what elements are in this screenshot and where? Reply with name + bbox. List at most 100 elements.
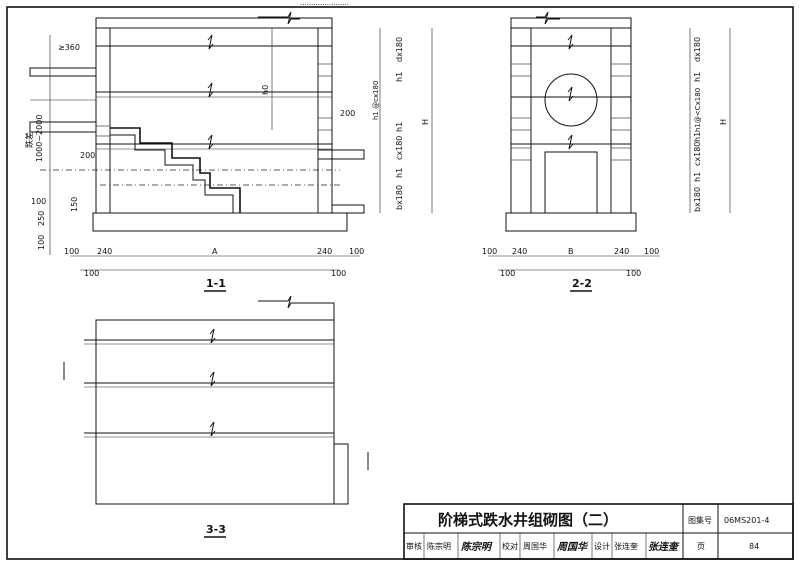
checker-signature: 周国华 [556,541,589,553]
inlet-pipe-top [29,67,97,77]
dim-bottom-240b: 240 [317,247,332,256]
break-mark-top [258,11,300,25]
title-block-frame [403,503,794,560]
dim-right-H: H [421,119,430,125]
dim-bottom-100c: 100 [84,269,99,278]
outlet-pipe-low [331,204,365,214]
dim-left-250: 250 [37,211,46,226]
top-break-3 [258,295,335,320]
dim-right-200: 200 [340,109,355,118]
dim-2-h1a: h1 [693,72,702,82]
hatch-2-1 [510,63,532,77]
section-label-2-2: 2-2 [572,277,592,290]
dim-left-360: ≥360 [58,43,80,52]
reviewer-signature: 陈宗明 [461,541,493,553]
design-label: 设计 [594,541,610,551]
dim-bottom-100b: 100 [349,247,364,256]
dim-left-range: 1000~2000 [35,115,44,162]
brick-wall-3 [95,319,335,505]
atlas-number: 06MS201-4 [724,516,769,525]
dim-2-bottom-100d: 100 [626,269,641,278]
dim-2-h1b: h1 [693,132,702,142]
outlet-pipe [317,149,365,160]
dim-2-bx180: bx180 [693,187,702,212]
designer-name: 张连奎 [614,541,638,551]
inner-bg-2 [530,27,612,214]
dim-bottom-240a: 240 [97,247,112,256]
dim-2-h1c: h1 [693,172,702,182]
break-mark-3 [207,134,214,150]
dim-left-100: 100 [31,197,46,206]
right-wall-2 [610,27,632,214]
hatch-2-2 [610,63,632,77]
break-mark-3-3 [209,421,216,437]
page-number: 84 [749,542,759,551]
top-slab-2 [510,17,632,29]
side-pier-3 [333,443,349,505]
dim-right-h0: h0 [261,85,270,95]
dim-2-bottom-B: B [568,247,574,256]
hatch-2-3 [510,117,532,131]
atlas-label: 图集号 [688,515,712,525]
dim-right-cx180: cx180 [395,136,404,160]
dim-2-bottom-100a: 100 [482,247,497,256]
break-mark-3-1 [209,328,216,344]
dim-2-bottom-240b: 240 [614,247,629,256]
title-block: 阶梯式跌水井组砌图（二） 图集号 06MS201-4 审核 陈宗明 陈宗明 校对… [403,503,794,560]
section-label-1-1: 1-1 [206,277,226,290]
section-2-2: dx180 h1 h1@<Cx180 h1 cx180 h1 bx180 H 1… [482,11,731,292]
page-label: 页 [697,542,705,551]
section-1-1: ≥360 跌差 1000~2000 200 100 150 250 100 dx… [24,11,433,292]
dim-left-150: 150 [70,197,79,212]
base-slab-2 [505,212,637,232]
break-mark-2-top [536,11,560,25]
dim-right-h1a: h1 [395,72,404,82]
stair-steps-lower [110,134,234,213]
dim-bottom-100d: 100 [331,269,346,278]
dim-2-h1cx: h1@<Cx180 [694,88,702,132]
break-mark-3-2 [209,371,216,387]
hatch-2-4 [610,117,632,131]
dim-right-bx180: bx180 [395,185,404,210]
base-slab [92,212,348,232]
checker-name: 周国华 [523,541,547,551]
break-mark-2 [207,82,214,98]
dim-2-bottom-100b: 100 [644,247,659,256]
lower-opening [544,151,598,214]
section-label-3-3: 3-3 [206,523,226,536]
stair-steps [110,127,241,213]
break-mark-2-1 [567,34,574,50]
dim-right-h1c: h1 [395,168,404,178]
dim-2-bottom-240a: 240 [512,247,527,256]
dim-2-dx180: dx180 [693,37,702,62]
review-label: 审核 [406,541,422,551]
hatch-block-1 [95,125,111,137]
dim-left-drop: 跌差 [24,132,34,148]
break-mark-1 [207,34,214,50]
dim-2-cx180: cx180 [693,142,702,166]
hatch-block-3 [317,63,333,77]
drawing-title: 阶梯式跌水井组砌图（二） [438,511,618,529]
dim-right-h1cx: h1 @cx180 [372,81,380,120]
designer-signature: 张连奎 [648,541,680,553]
dim-right-h1b: h1 [395,122,404,132]
section-3-3: 3-3 [63,295,369,538]
hatch-block-2 [317,117,333,131]
pipe-opening [544,73,598,127]
hatch-2-6 [610,147,632,161]
dim-bottom-100a: 100 [64,247,79,256]
dim-left-200: 200 [80,151,95,160]
sheet-frame [6,6,794,560]
dim-bottom-A: A [212,247,218,256]
break-mark-2-2 [567,86,574,102]
dim-2-H: H [719,119,728,125]
dim-left-100b: 100 [37,235,46,250]
break-mark-2-3 [567,134,574,150]
hatch-2-5 [510,147,532,161]
watermark-top: ...................... [300,0,349,7]
dim-2-bottom-100c: 100 [500,269,515,278]
reviewer-name: 陈宗明 [427,541,451,551]
left-wall-2 [510,27,532,214]
dim-right-dx180: dx180 [395,37,404,62]
